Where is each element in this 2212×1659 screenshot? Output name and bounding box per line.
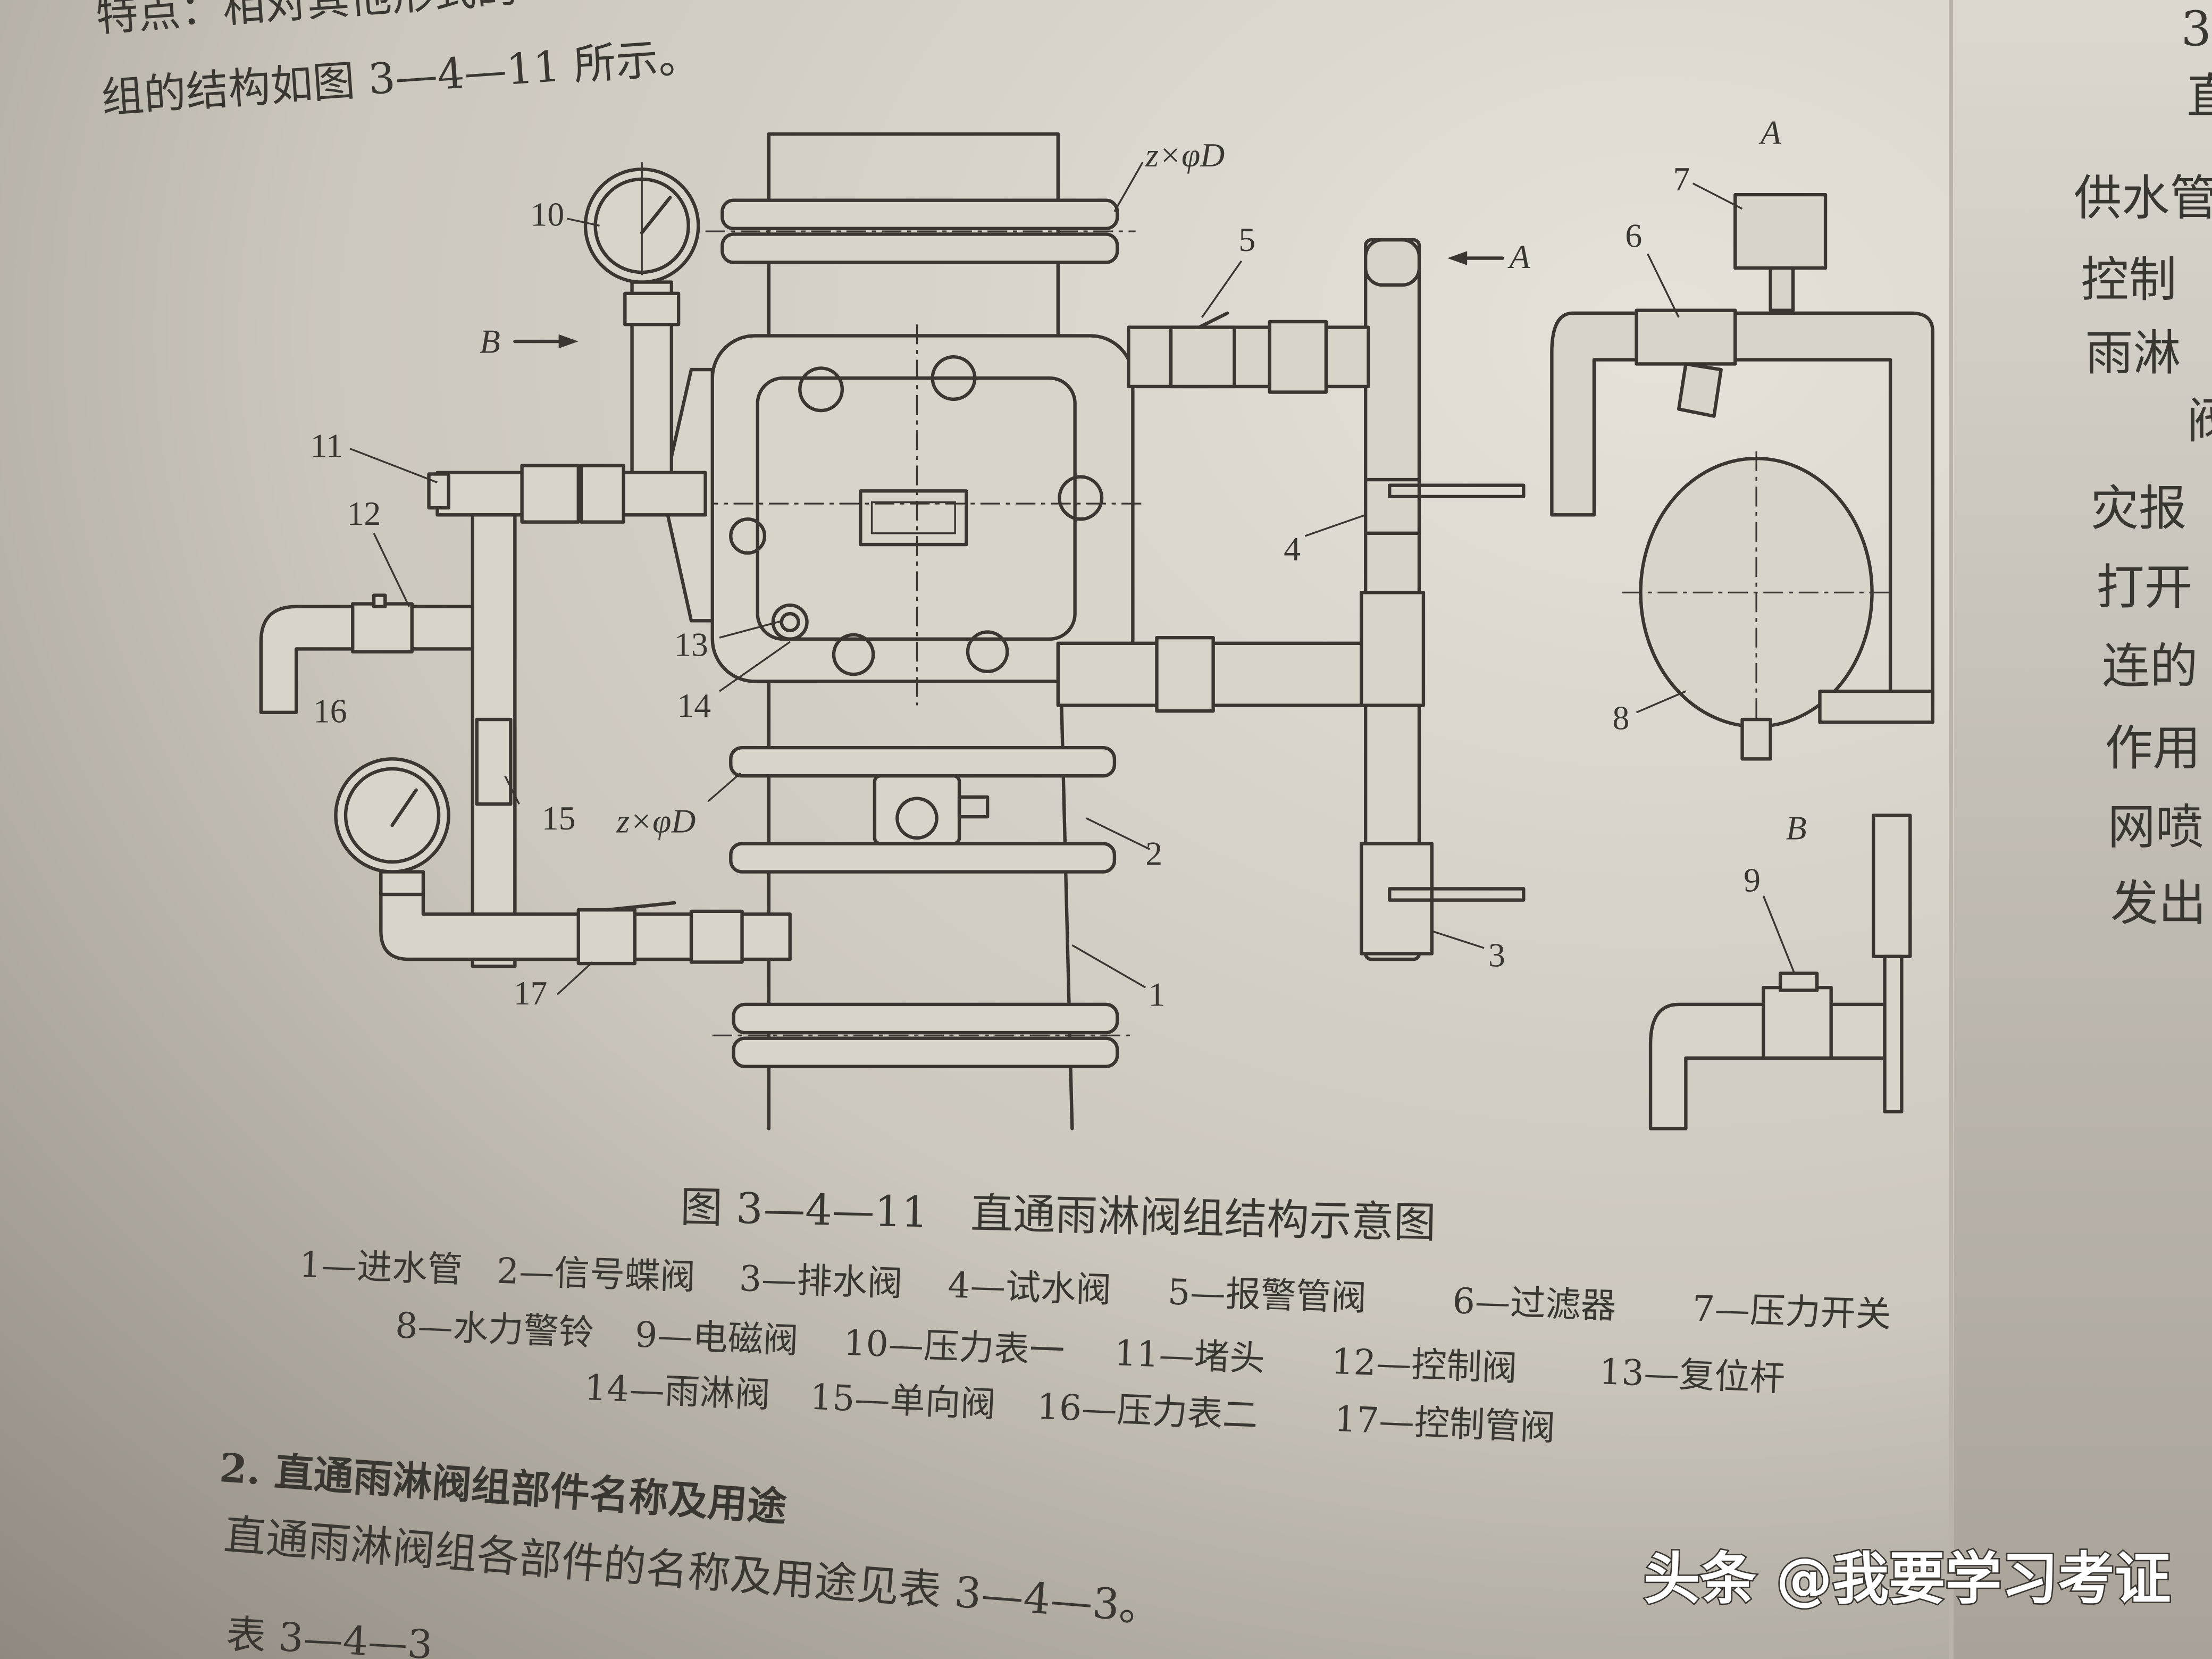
legend-item: 12—控制阀	[1330, 1340, 1518, 1389]
right-line: 直	[2186, 69, 2212, 124]
legend-item: 8—水力警铃	[395, 1304, 594, 1353]
legend-item: 1—进水管	[299, 1244, 464, 1291]
label-6: 6	[1625, 216, 1642, 254]
right-line: 灾报	[2091, 481, 2186, 537]
view-b	[1648, 814, 1912, 1130]
right-line: 打开	[2096, 560, 2192, 616]
legend-item: 5—报警管阀	[1167, 1271, 1367, 1319]
legend-item: 6—过滤器	[1452, 1280, 1617, 1327]
left-pipes	[259, 464, 792, 968]
legend-item: 17—控制管阀	[1334, 1398, 1556, 1448]
view-b-label: B	[1786, 809, 1807, 847]
arrow-a-label: A	[1507, 238, 1531, 275]
right-line: 控制	[2081, 252, 2176, 308]
right-line: 阀	[2186, 393, 2212, 449]
test-valve	[1363, 477, 1421, 535]
right-line: 供水管	[2074, 170, 2212, 226]
right-line: 作用	[2105, 720, 2200, 776]
label-3: 3	[1488, 936, 1505, 974]
rain-valve-diagram: 1 2 3 4 5 6 7 8 9 10 11 12 13 14 15 16 1…	[259, 114, 1934, 1130]
right-pipes	[1056, 238, 1526, 961]
flange-label-top: z×φD	[1145, 136, 1225, 174]
bottom-flange	[712, 1002, 1136, 1068]
right-line: 连的	[2102, 639, 2198, 694]
figure-caption: 图 3—4—11 直通雨淋阀组结构示意图 1—进水管 2—信号蝶阀 3—排水阀 …	[299, 1183, 1892, 1449]
label-10: 10	[531, 195, 565, 233]
solenoid-valve	[1762, 985, 1833, 1060]
right-page-text: 3. 直 供水管 控制 雨淋 阀 灾报 打开 连的 作用 网喷 发出	[2074, 1, 2212, 932]
right-line: 3.	[2181, 1, 2212, 57]
legend-item: 11—堵头	[1113, 1332, 1266, 1379]
label-17: 17	[514, 974, 548, 1012]
label-7: 7	[1673, 160, 1690, 198]
view-a	[1550, 192, 1934, 761]
pressure-gauge-2	[334, 757, 450, 896]
legend-item: 2—信号蝶阀	[496, 1250, 696, 1298]
label-5: 5	[1238, 221, 1255, 258]
legend-item: 10—压力表一	[843, 1322, 1066, 1372]
filter	[1635, 308, 1737, 366]
control-pipe-valve	[576, 908, 637, 966]
label-2: 2	[1145, 834, 1162, 872]
leader-lines	[349, 162, 1796, 995]
right-line: 发出	[2110, 876, 2206, 932]
label-14: 14	[677, 686, 711, 724]
label-11: 11	[311, 427, 343, 465]
label-9: 9	[1744, 861, 1761, 899]
legend-row-2: 8—水力警铃 9—电磁阀 10—压力表一 11—堵头 12—控制阀 13—复位杆	[395, 1304, 1786, 1399]
top-flange	[705, 198, 1136, 264]
label-16: 16	[313, 692, 347, 730]
label-4: 4	[1284, 530, 1301, 567]
watermark: 头条 @我要学习考证	[1644, 1546, 2171, 1612]
label-8: 8	[1612, 699, 1629, 737]
flange-label-mid: z×φD	[616, 802, 696, 840]
pressure-gauge-1	[583, 162, 700, 482]
check-valve	[475, 717, 513, 806]
right-line: 网喷	[2108, 800, 2203, 856]
legend-item: 9—电磁阀	[634, 1313, 799, 1361]
mid-flange	[729, 745, 1117, 874]
arrow-b-label: B	[480, 322, 500, 360]
pressure-switch	[1733, 192, 1828, 270]
plug	[427, 472, 450, 510]
legend-row-3: 14—雨淋阀 15—单向阀 16—压力表二 17—控制管阀	[583, 1367, 1556, 1448]
right-page	[1954, 0, 2212, 1659]
label-1: 1	[1149, 976, 1166, 1013]
legend-item: 16—压力表二	[1036, 1386, 1259, 1436]
label-12: 12	[347, 495, 381, 532]
legend-item: 13—复位杆	[1598, 1351, 1786, 1399]
legend-item: 7—压力开关	[1691, 1287, 1891, 1335]
right-line: 雨淋	[2085, 325, 2181, 381]
legend-item: 4—试水阀	[947, 1264, 1112, 1311]
legend-item: 14—雨淋阀	[583, 1367, 771, 1416]
legend-item: 15—单向阀	[809, 1376, 997, 1426]
label-13: 13	[674, 626, 708, 664]
alarm-pipe-valve	[1169, 325, 1236, 389]
label-15: 15	[542, 799, 576, 837]
legend-item: 3—排水阀	[739, 1258, 903, 1304]
view-a-label: A	[1758, 114, 1782, 152]
part-labels: 1 2 3 4 5 6 7 8 9 10 11 12 13 14 15 16 1…	[311, 114, 1807, 1013]
legend-row-1: 1—进水管 2—信号蝶阀 3—排水阀 4—试水阀 5—报警管阀 6—过滤器 7—…	[299, 1244, 1892, 1335]
